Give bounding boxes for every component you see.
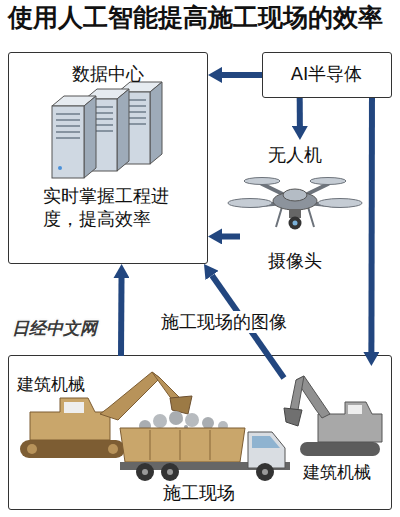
- truck-rib: [150, 430, 210, 460]
- machinery-group: 建筑机械: [9, 356, 271, 476]
- drone-rotor: [228, 199, 272, 208]
- node-body: 实时掌握工程进度，提高效率: [43, 185, 175, 230]
- flow-arrow: [212, 275, 284, 378]
- excavator-track: [20, 440, 125, 458]
- diagram-title: 使用人工智能提高施工现场的效率: [8, 3, 383, 33]
- node-heading: AI半导体: [263, 63, 390, 86]
- drone-rotor: [244, 178, 280, 185]
- excavator-bucket: [170, 396, 192, 414]
- server-tower: [52, 96, 96, 178]
- flow-arrow: [222, 233, 240, 239]
- track-wheel: [27, 444, 37, 454]
- node-heading: 施工现场: [109, 482, 289, 505]
- excavator-arm: [290, 376, 304, 410]
- chip-box: AI半导体: [262, 52, 392, 98]
- node-heading: 无人机: [240, 144, 350, 167]
- flow-arrow: [118, 278, 125, 356]
- rock: [169, 411, 183, 425]
- data-center-box: 数据中心实时掌握工程进度，提高效率: [8, 52, 208, 264]
- watermark: 日经中文网: [12, 318, 97, 338]
- drone-illustration: [228, 178, 362, 230]
- truck-wheel: [136, 463, 154, 481]
- flow-arrow: [222, 72, 262, 78]
- rock: [202, 417, 214, 429]
- excavator-body: [318, 402, 382, 442]
- drone-dome: [283, 189, 307, 201]
- truck-wheel: [161, 463, 179, 481]
- camera-lens: [293, 221, 298, 226]
- site-box: 施工现场建筑机械建筑机械: [8, 355, 392, 510]
- truck-cab: [248, 432, 285, 468]
- server-illustration: [52, 82, 162, 178]
- truck-bed: [120, 428, 245, 462]
- node-heading: 建筑机械: [17, 374, 117, 395]
- edge-label: 施工现场的图像: [158, 311, 290, 333]
- machinery-group: 建筑机械: [284, 366, 389, 486]
- node-heading: 建筑机械: [284, 462, 389, 483]
- drone-group: 无人机摄像头: [240, 140, 350, 274]
- track-wheel: [108, 444, 118, 454]
- excavator-track: [300, 442, 380, 456]
- camera-symbol: [289, 217, 302, 230]
- flow-arrow: [368, 98, 375, 352]
- excavator-body: [30, 398, 110, 440]
- truck-wheel: [256, 463, 274, 481]
- node-body: 摄像头: [240, 250, 350, 273]
- gray-excavator-illustration: [284, 376, 382, 456]
- dump-truck-illustration: [120, 411, 290, 481]
- wheel-hub: [262, 469, 268, 475]
- excavator-boom: [100, 372, 160, 420]
- truck-window: [252, 436, 280, 448]
- wheel-hub: [167, 469, 173, 475]
- drone-rotor: [318, 199, 362, 208]
- node-heading: 数据中心: [9, 63, 206, 86]
- drone-rotor: [310, 178, 346, 185]
- excavator-window: [64, 402, 84, 413]
- flow-arrow: [297, 98, 303, 126]
- excavator-bucket: [284, 408, 302, 426]
- rock: [185, 413, 199, 427]
- wheel-hub: [142, 469, 148, 475]
- excavator-window: [348, 405, 362, 414]
- rock: [153, 414, 167, 428]
